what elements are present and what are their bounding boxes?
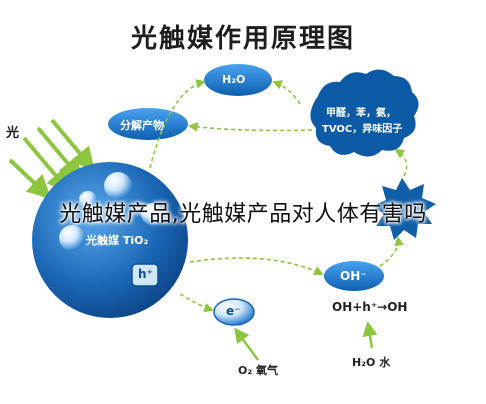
arrow-sphere-to-h2o (149, 79, 206, 169)
decompose-pill (108, 108, 188, 140)
label-hole: h⁺ (138, 267, 153, 281)
arrow-h2o-water (362, 321, 378, 349)
h2o-pill (204, 64, 272, 96)
light-ray (50, 118, 96, 172)
label-oh-radical: OH⁻ (340, 269, 367, 283)
arrow-sphere-to-oh (189, 257, 324, 276)
sphere-bubble (104, 172, 132, 200)
arrow-sphere-to-electron (179, 293, 214, 313)
electron-pill (213, 298, 255, 326)
pollutant-cloud (310, 69, 419, 157)
label-oh-equation: OH+h⁺→OH (332, 300, 408, 314)
label-pollutants-2: TVOC，异味因子 (322, 124, 403, 135)
arrow-star-to-cloud (394, 148, 408, 177)
arrow-cloud-to-decompose (188, 122, 313, 132)
label-h2o-water: H₂O 水 (352, 356, 391, 369)
light-ray (36, 126, 84, 182)
arrow-o2 (234, 327, 260, 361)
label-decompose: 分解产物 (120, 119, 164, 132)
arrow-oh-to-star (379, 236, 404, 267)
label-h2o-pill: H₂O (222, 73, 246, 86)
page-title: 光触媒作用原理图 (130, 24, 355, 54)
caption-overlay: 光触媒产品,光触媒产品对人体有害吗 (59, 202, 427, 227)
hole-box (131, 263, 159, 287)
label-electron: e⁻ (226, 304, 241, 318)
label-sphere: 光触媒 TiO₂ (86, 234, 149, 247)
dashed-arrows (149, 79, 408, 313)
arrow-cloud-to-h2o (272, 80, 301, 105)
label-o2: O₂ 氧气 (238, 364, 278, 377)
light-ray (8, 158, 52, 200)
label-light: 光 (6, 126, 20, 141)
sphere-bubble (59, 225, 85, 251)
sphere-bubble (141, 203, 163, 225)
starburst (372, 178, 436, 240)
label-pollutants-1: 甲醛，苯，氨， (326, 108, 396, 119)
oh-pill (324, 261, 384, 291)
sphere-bubble (79, 191, 97, 209)
